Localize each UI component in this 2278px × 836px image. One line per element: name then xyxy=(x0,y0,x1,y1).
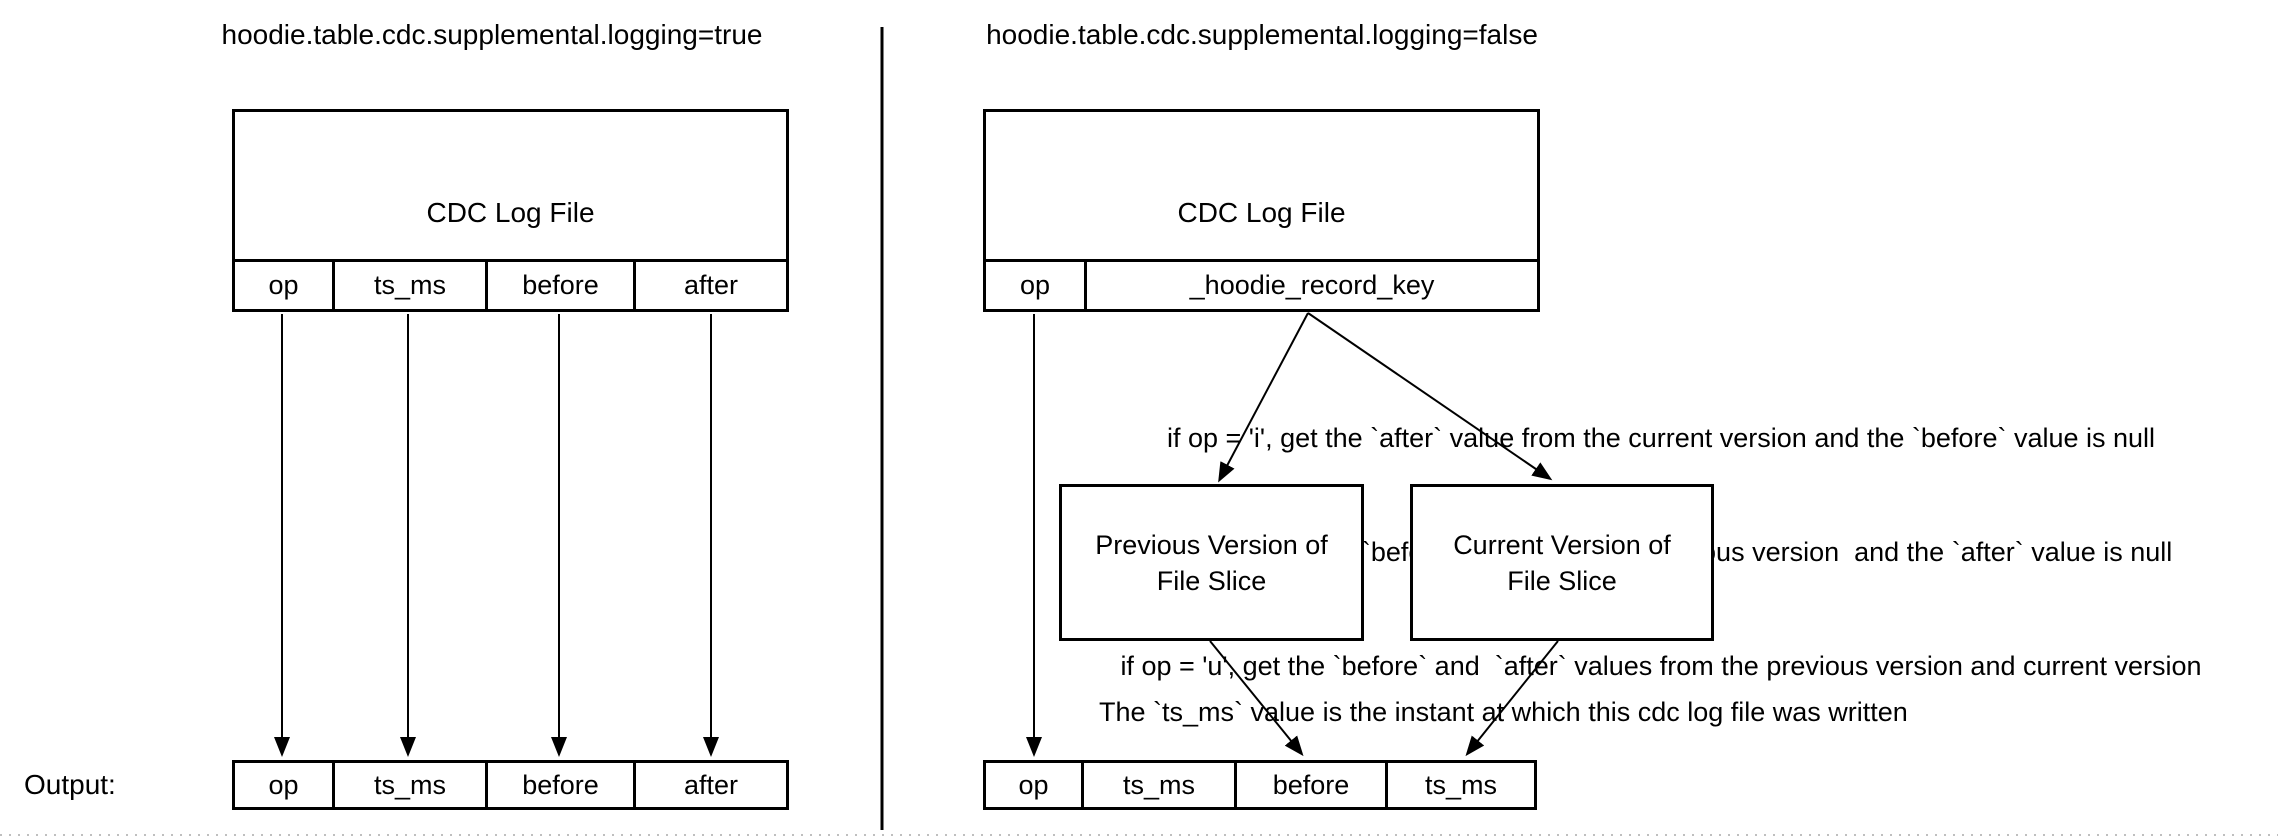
arrow-record-key-to-previous-version xyxy=(1218,312,1309,483)
ts-ms-note: The `ts_ms` value is the instant at whic… xyxy=(1099,697,1908,727)
left-col-op: op xyxy=(268,270,299,300)
op-rule-update: if op = 'u', get the `before` and `after… xyxy=(1120,651,2202,681)
right-col-op: op xyxy=(1019,270,1051,300)
op-rule-insert: if op = 'i', get the `after` value from … xyxy=(1166,423,2156,453)
right-cdc-log-file-box: CDC Log File xyxy=(983,109,1540,262)
left-col-before: before xyxy=(485,262,633,309)
left-output-col-ts-ms: ts_ms xyxy=(332,763,485,807)
right-cdc-columns-row: op _hoodie_record_key xyxy=(983,259,1540,312)
current-version-file-slice-box: Current Version of File Slice xyxy=(1410,484,1714,641)
output-label: Output: xyxy=(24,769,116,800)
right-output-col-ts-ms-2: ts_ms xyxy=(1385,763,1534,807)
op-rules-text: if op = 'i', get the `after` value from … xyxy=(1061,343,2261,761)
right-output-col-op: op xyxy=(1018,769,1049,800)
left-output-col-op: op xyxy=(268,769,299,800)
left-panel-title: hoodie.table.cdc.supplemental.logging=tr… xyxy=(221,19,763,50)
left-output-col-before: before xyxy=(485,763,633,807)
left-cdc-log-file-box: CDC Log File xyxy=(232,109,789,262)
left-col-ts-ms: ts_ms xyxy=(332,262,485,309)
left-col-after: after xyxy=(633,262,786,309)
arrow-record-key-to-current-version xyxy=(1307,312,1553,481)
current-version-line2: File Slice xyxy=(1507,565,1617,596)
arrow-previous-version-to-before xyxy=(1209,640,1304,757)
left-cdc-columns-row: op ts_ms before after xyxy=(232,259,789,312)
right-output-row: op ts_ms before ts_ms xyxy=(983,760,1537,810)
left-cdc-log-file-label: CDC Log File xyxy=(426,196,595,228)
right-col-hoodie-record-key: _hoodie_record_key xyxy=(1084,262,1537,309)
previous-version-line1: Previous Version of xyxy=(1095,529,1328,560)
right-output-col-before: before xyxy=(1234,763,1385,807)
arrow-current-version-to-after xyxy=(1465,640,1559,757)
left-output-col-after: after xyxy=(633,763,786,807)
right-panel-title: hoodie.table.cdc.supplemental.logging=fa… xyxy=(986,19,1538,50)
previous-version-line2: File Slice xyxy=(1156,565,1267,596)
right-output-col-ts-ms: ts_ms xyxy=(1081,763,1234,807)
left-output-row: op ts_ms before after xyxy=(232,760,789,810)
previous-version-file-slice-box: Previous Version of File Slice xyxy=(1059,484,1364,641)
current-version-line1: Current Version of xyxy=(1453,529,1671,560)
right-cdc-log-file-label: CDC Log File xyxy=(1177,196,1346,228)
